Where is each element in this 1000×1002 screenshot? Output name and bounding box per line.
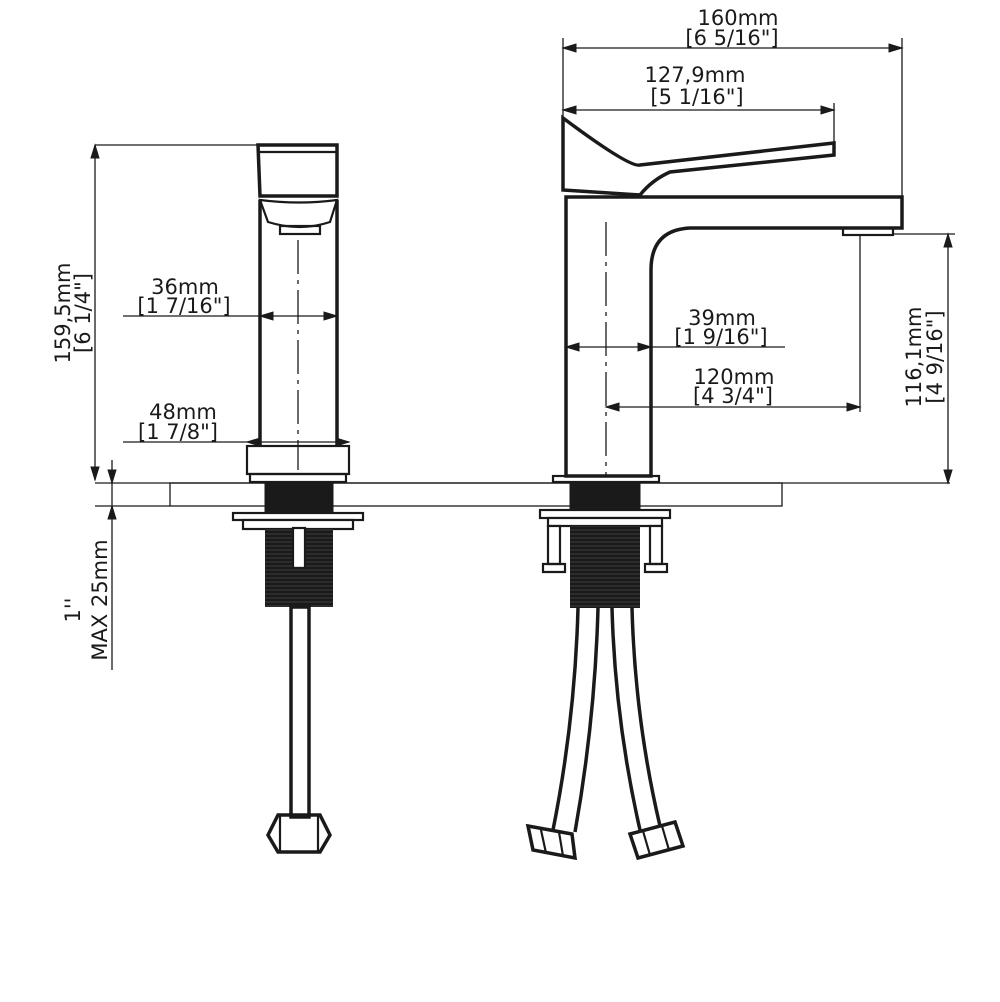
dim-spout-height-mm: 116,1mm bbox=[902, 306, 926, 407]
dim-overall-length-mm: 160mm bbox=[698, 6, 779, 30]
dim-body-width-front-mm: 39mm bbox=[688, 306, 756, 330]
front-view-faucet bbox=[525, 114, 904, 861]
side-view-faucet bbox=[231, 143, 365, 854]
dim-spout-height-inch: [4 9/16"] bbox=[923, 310, 947, 403]
dim-base-width-inch: [1 7/8"] bbox=[138, 420, 218, 444]
dim-body-width-side-mm: 36mm bbox=[151, 275, 219, 299]
dim-spout-reach-inch: [4 3/4"] bbox=[693, 384, 773, 408]
dim-total-height-mm: 159,5mm bbox=[51, 262, 75, 363]
dim-lever-length-mm: 127,9mm bbox=[644, 63, 745, 87]
dim-base-width-mm: 48mm bbox=[149, 400, 217, 424]
dim-max-deck-mm: MAX 25mm bbox=[88, 539, 112, 660]
dim-body-width-front-inch: [1 9/16"] bbox=[674, 325, 767, 349]
dim-total-height-inch: [6 1/4"] bbox=[71, 273, 95, 353]
dimension-lines bbox=[90, 38, 955, 670]
dim-spout-reach-mm: 120mm bbox=[694, 365, 775, 389]
dim-overall-length-inch: [6 5/16"] bbox=[685, 26, 778, 50]
dim-max-deck-inch: 1'' bbox=[61, 598, 85, 623]
dimension-labels: 160mm [6 5/16"] 127,9mm [5 1/16"] 36mm [… bbox=[51, 6, 947, 661]
countertop bbox=[95, 482, 950, 507]
dim-body-width-side-inch: [1 7/16"] bbox=[137, 294, 230, 318]
dim-lever-length-inch: [5 1/16"] bbox=[650, 85, 743, 109]
